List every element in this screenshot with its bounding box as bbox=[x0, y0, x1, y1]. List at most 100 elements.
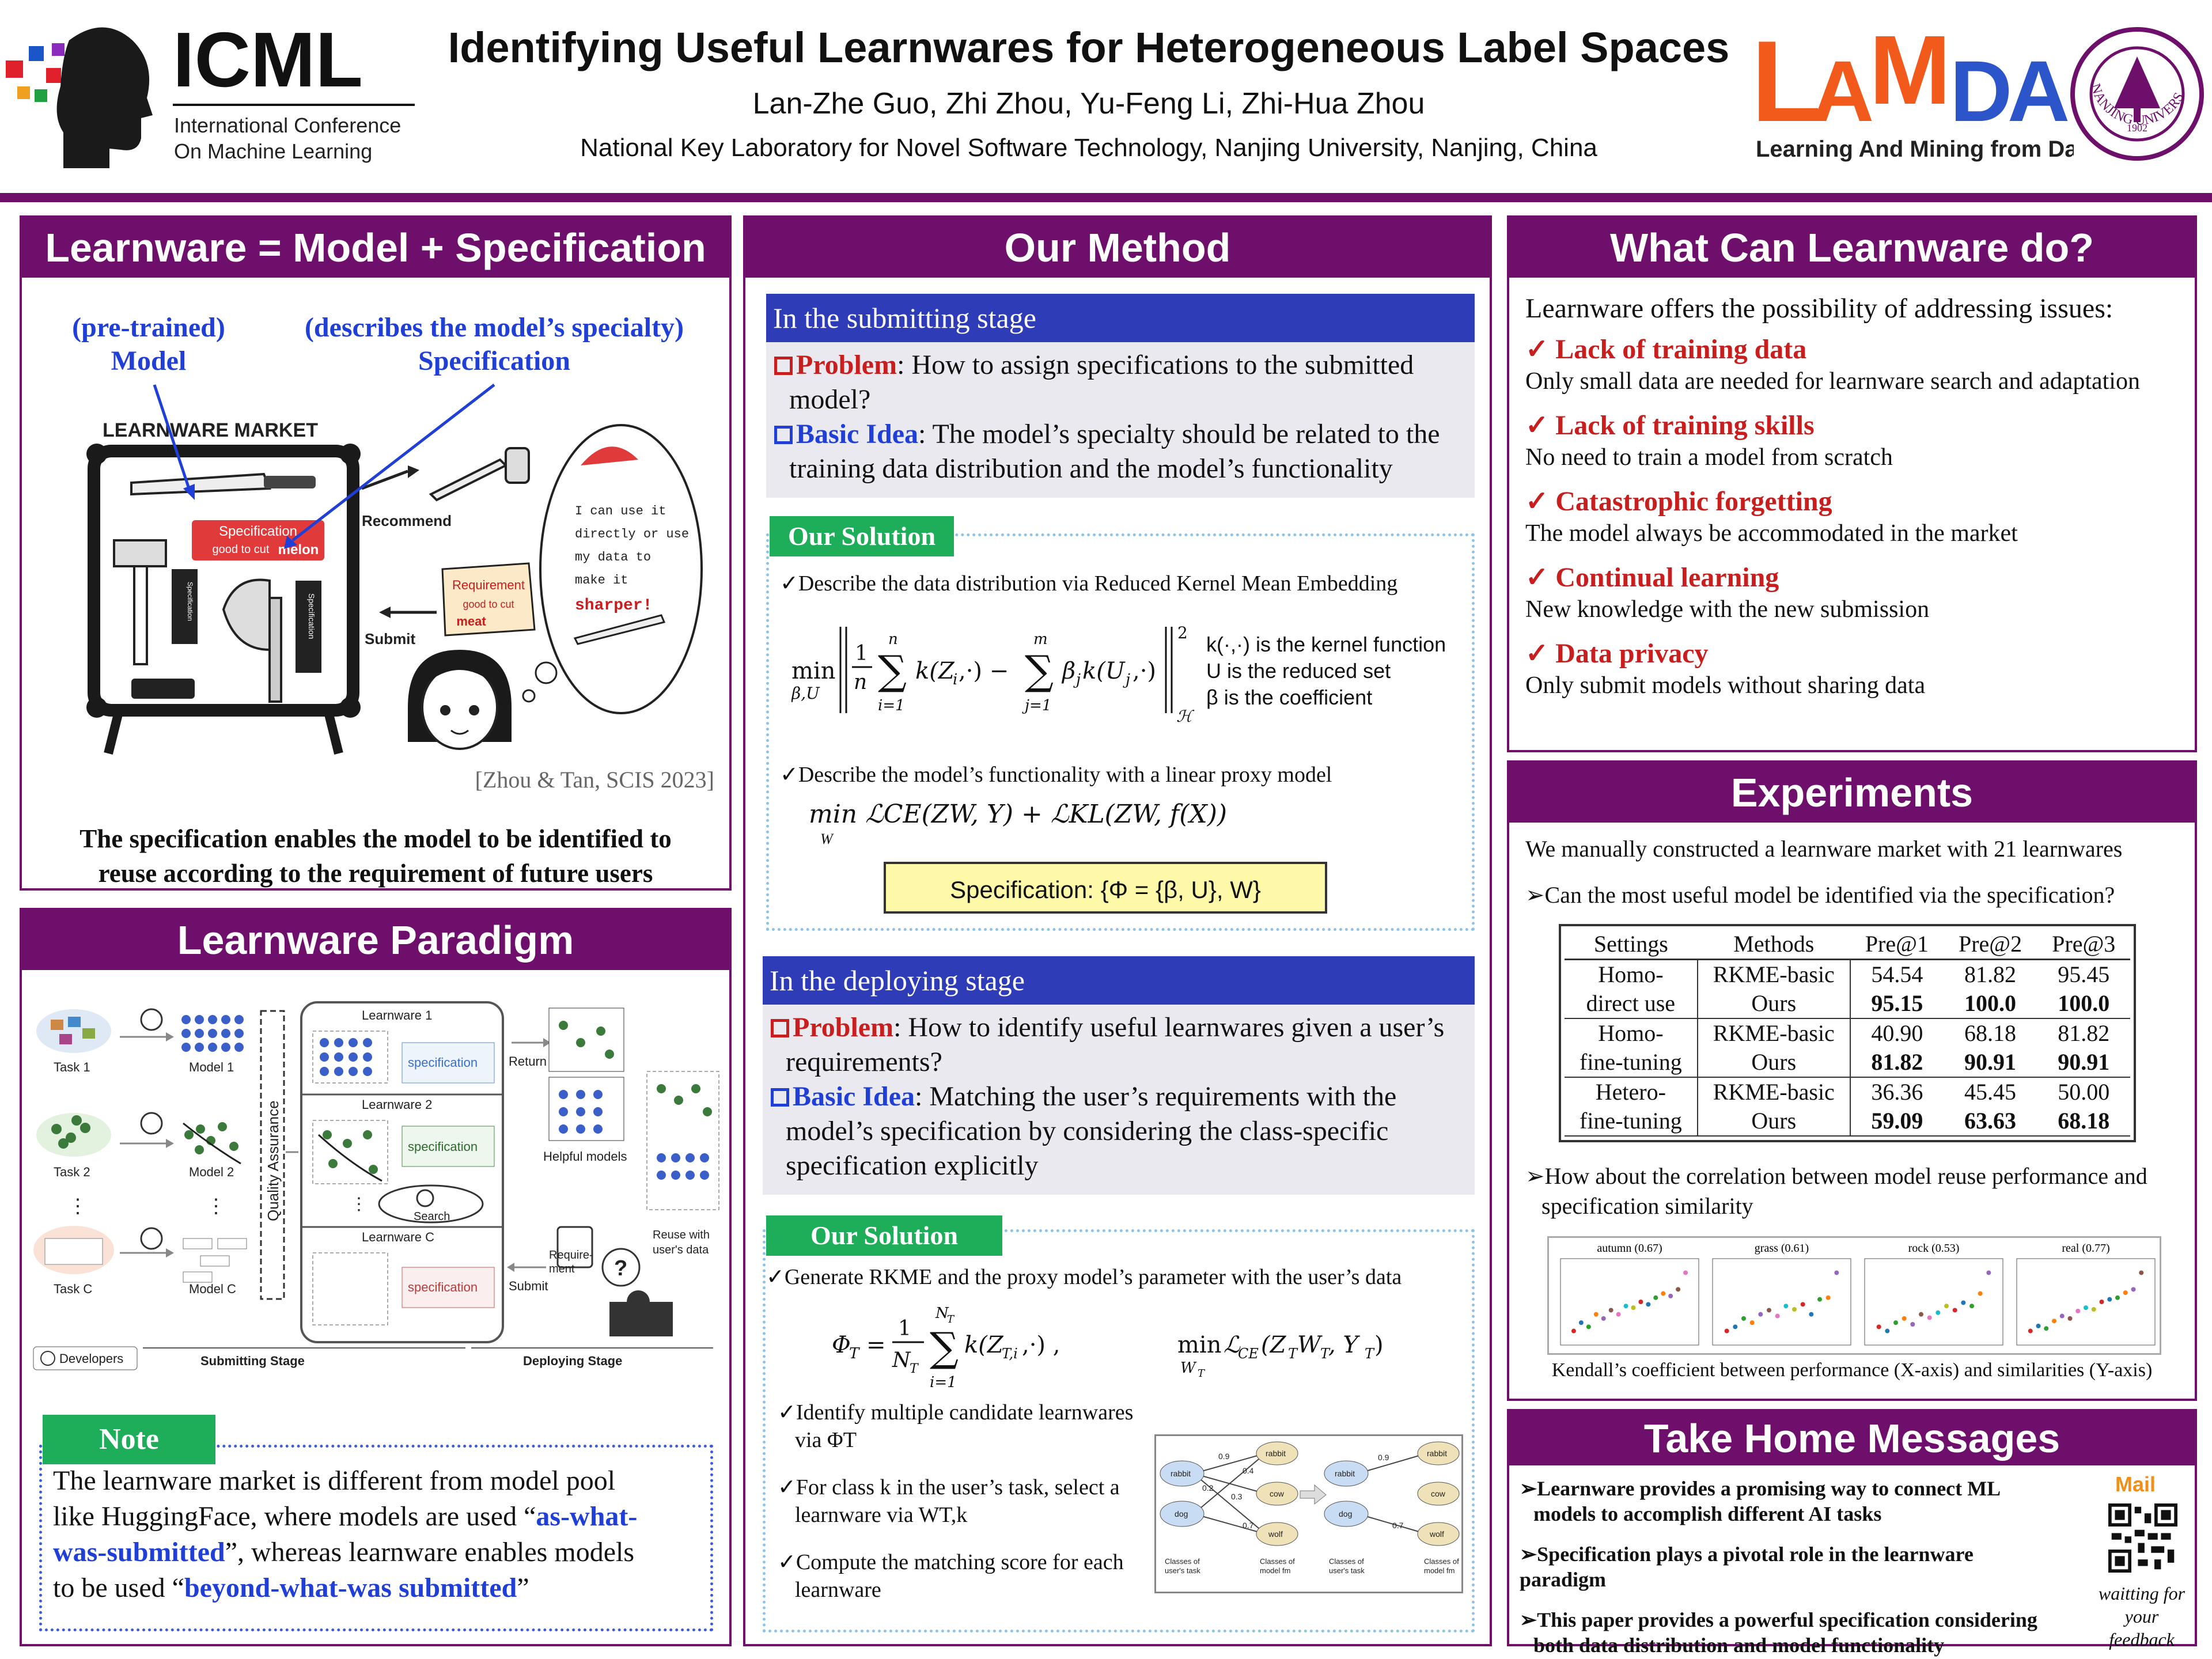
svg-text:Deploying Stage: Deploying Stage bbox=[523, 1354, 622, 1368]
svg-text:(Z: (Z bbox=[1261, 1332, 1287, 1358]
scatter-point bbox=[2091, 1307, 2096, 1312]
table-cell: Hetero- bbox=[1595, 1079, 1666, 1105]
svg-text:my data to: my data to bbox=[575, 550, 651, 565]
table-cell: 40.90 bbox=[1871, 1020, 1923, 1046]
scatter-point bbox=[1733, 1324, 1738, 1330]
svg-text:L: L bbox=[1751, 23, 1821, 146]
scatter-point bbox=[1902, 1316, 1907, 1321]
take-home-panel: Take Home Messages ➢Learnware provides a… bbox=[1507, 1409, 2197, 1657]
svg-text:Specification: Specification bbox=[219, 524, 297, 539]
svg-text:A: A bbox=[1812, 43, 1874, 139]
svg-text:International Conference: International Conference bbox=[174, 113, 401, 137]
table-header-cell: Settings bbox=[1565, 930, 1698, 960]
citation: [Zhou & Tan, SCIS 2023] bbox=[475, 767, 714, 793]
svg-text:T: T bbox=[1288, 1346, 1298, 1362]
svg-text:, Y: , Y bbox=[1328, 1332, 1360, 1358]
scatter-point bbox=[1969, 1304, 1974, 1309]
svg-text:Learnware 2: Learnware 2 bbox=[362, 1097, 432, 1112]
scatter-point bbox=[1646, 1302, 1651, 1307]
svg-text:specification: specification bbox=[408, 1280, 478, 1294]
our-method-title: Our Method bbox=[745, 218, 1490, 278]
learnware-paradigm-title: Learnware Paradigm bbox=[22, 910, 729, 970]
scatter-point bbox=[2059, 1313, 2065, 1319]
svg-text:W: W bbox=[1180, 1359, 1197, 1377]
svg-text:Search: Search bbox=[414, 1210, 450, 1223]
svg-text:β,U: β,U bbox=[791, 684, 820, 703]
what-can-item-head: ✓ Continual learning bbox=[1525, 562, 1779, 593]
svg-text:i=1: i=1 bbox=[878, 697, 905, 714]
svg-text:Model 1: Model 1 bbox=[189, 1060, 234, 1074]
feedback-note: waitting for your feedback bbox=[2098, 1583, 2186, 1650]
problem-icon bbox=[774, 357, 793, 375]
svg-text:∑: ∑ bbox=[1025, 647, 1054, 694]
what-can-item-text: Only small data are needed for learnware… bbox=[1525, 368, 2140, 395]
deploying-stage-body: Problem: How to identify useful learnwar… bbox=[763, 1005, 1475, 1195]
scatter-point bbox=[2028, 1328, 2033, 1334]
svg-text:ICML: ICML bbox=[173, 17, 363, 103]
scatter-point bbox=[1616, 1312, 1621, 1317]
svg-text:Specification: Specification bbox=[307, 593, 316, 639]
svg-text:Learning And Mining from DatA: Learning And Mining from DatA bbox=[1756, 137, 2074, 162]
svg-text:,·): ,·) bbox=[1132, 658, 1156, 684]
specification-label-group: (describes the model’s specialty) Specif… bbox=[304, 312, 684, 376]
svg-text:0.9: 0.9 bbox=[1378, 1453, 1389, 1462]
svg-text:cow: cow bbox=[1270, 1489, 1285, 1498]
svg-text:0.2: 0.2 bbox=[1202, 1483, 1214, 1493]
submit-solution-box bbox=[766, 533, 1475, 931]
learnware-market-illustration: LEARNWARE MARKET Specification good to c… bbox=[86, 419, 703, 755]
scatter-point bbox=[1800, 1302, 1805, 1307]
scatter-point bbox=[2075, 1308, 2081, 1313]
svg-text:T: T bbox=[910, 1362, 919, 1376]
scatter-point bbox=[1885, 1328, 1890, 1334]
what-can-title: What Can Learnware do? bbox=[1509, 218, 2195, 278]
svg-text:M: M bbox=[1869, 23, 1951, 125]
table-header-cell: Methods bbox=[1697, 930, 1850, 960]
scatter-point bbox=[1910, 1322, 1915, 1327]
svg-text:Specification: Specification bbox=[186, 582, 194, 621]
svg-text:∑: ∑ bbox=[878, 647, 907, 694]
proxy-objective-sub: W bbox=[820, 831, 833, 847]
scatter-point bbox=[2052, 1319, 2056, 1324]
scatter-point bbox=[2107, 1297, 2112, 1302]
scatter-point bbox=[1825, 1295, 1831, 1300]
svg-text:i: i bbox=[953, 671, 957, 688]
scatter-point bbox=[1661, 1291, 1666, 1296]
svg-text:Learnware 1: Learnware 1 bbox=[362, 1008, 432, 1022]
scatter-point bbox=[1608, 1308, 1613, 1313]
scatter-point bbox=[1668, 1293, 1673, 1298]
table-cell: 81.82 bbox=[2058, 1020, 2110, 1046]
header-divider bbox=[0, 193, 2212, 202]
svg-text:0.9: 0.9 bbox=[1218, 1452, 1230, 1461]
scatter-point bbox=[2115, 1295, 2120, 1300]
scatter-point bbox=[1767, 1308, 1771, 1313]
scatter-point bbox=[1876, 1324, 1881, 1330]
note-box bbox=[39, 1445, 713, 1631]
our-method-panel: Our Method In the submitting stage Probl… bbox=[743, 215, 1492, 1646]
svg-text:A: A bbox=[2008, 43, 2070, 139]
scatter-point bbox=[2036, 1323, 2041, 1328]
table-cell: Homo- bbox=[1598, 961, 1664, 987]
svg-text:∑: ∑ bbox=[930, 1324, 959, 1371]
scatter-point bbox=[2123, 1290, 2128, 1296]
check-icon: ✓ bbox=[1525, 334, 1556, 365]
svg-text:Submit: Submit bbox=[365, 630, 415, 647]
svg-text:0.3: 0.3 bbox=[1231, 1492, 1243, 1501]
table-cell: 81.82 bbox=[1850, 1048, 1944, 1078]
svg-text:,·) ,: ,·) , bbox=[1022, 1332, 1060, 1358]
svg-text:I can use it: I can use it bbox=[575, 504, 666, 518]
kendall-scatter-plots: autumn (0.67)grass (0.61)rock (0.53)real… bbox=[1547, 1236, 2161, 1355]
svg-text:1: 1 bbox=[855, 642, 868, 665]
table-cell: 36.36 bbox=[1871, 1079, 1923, 1105]
qr-code-icon[interactable] bbox=[2108, 1503, 2177, 1573]
submit-solution-tab: Our Solution bbox=[770, 516, 954, 556]
nanjing-university-seal: 1902 NANJING UNIVERSITY bbox=[2068, 10, 2204, 161]
svg-text:wolf: wolf bbox=[1268, 1529, 1283, 1539]
learnware-definition-title: Learnware = Model + Specification bbox=[22, 218, 729, 278]
scatter-point bbox=[2139, 1270, 2144, 1275]
svg-text:W: W bbox=[1297, 1332, 1323, 1358]
